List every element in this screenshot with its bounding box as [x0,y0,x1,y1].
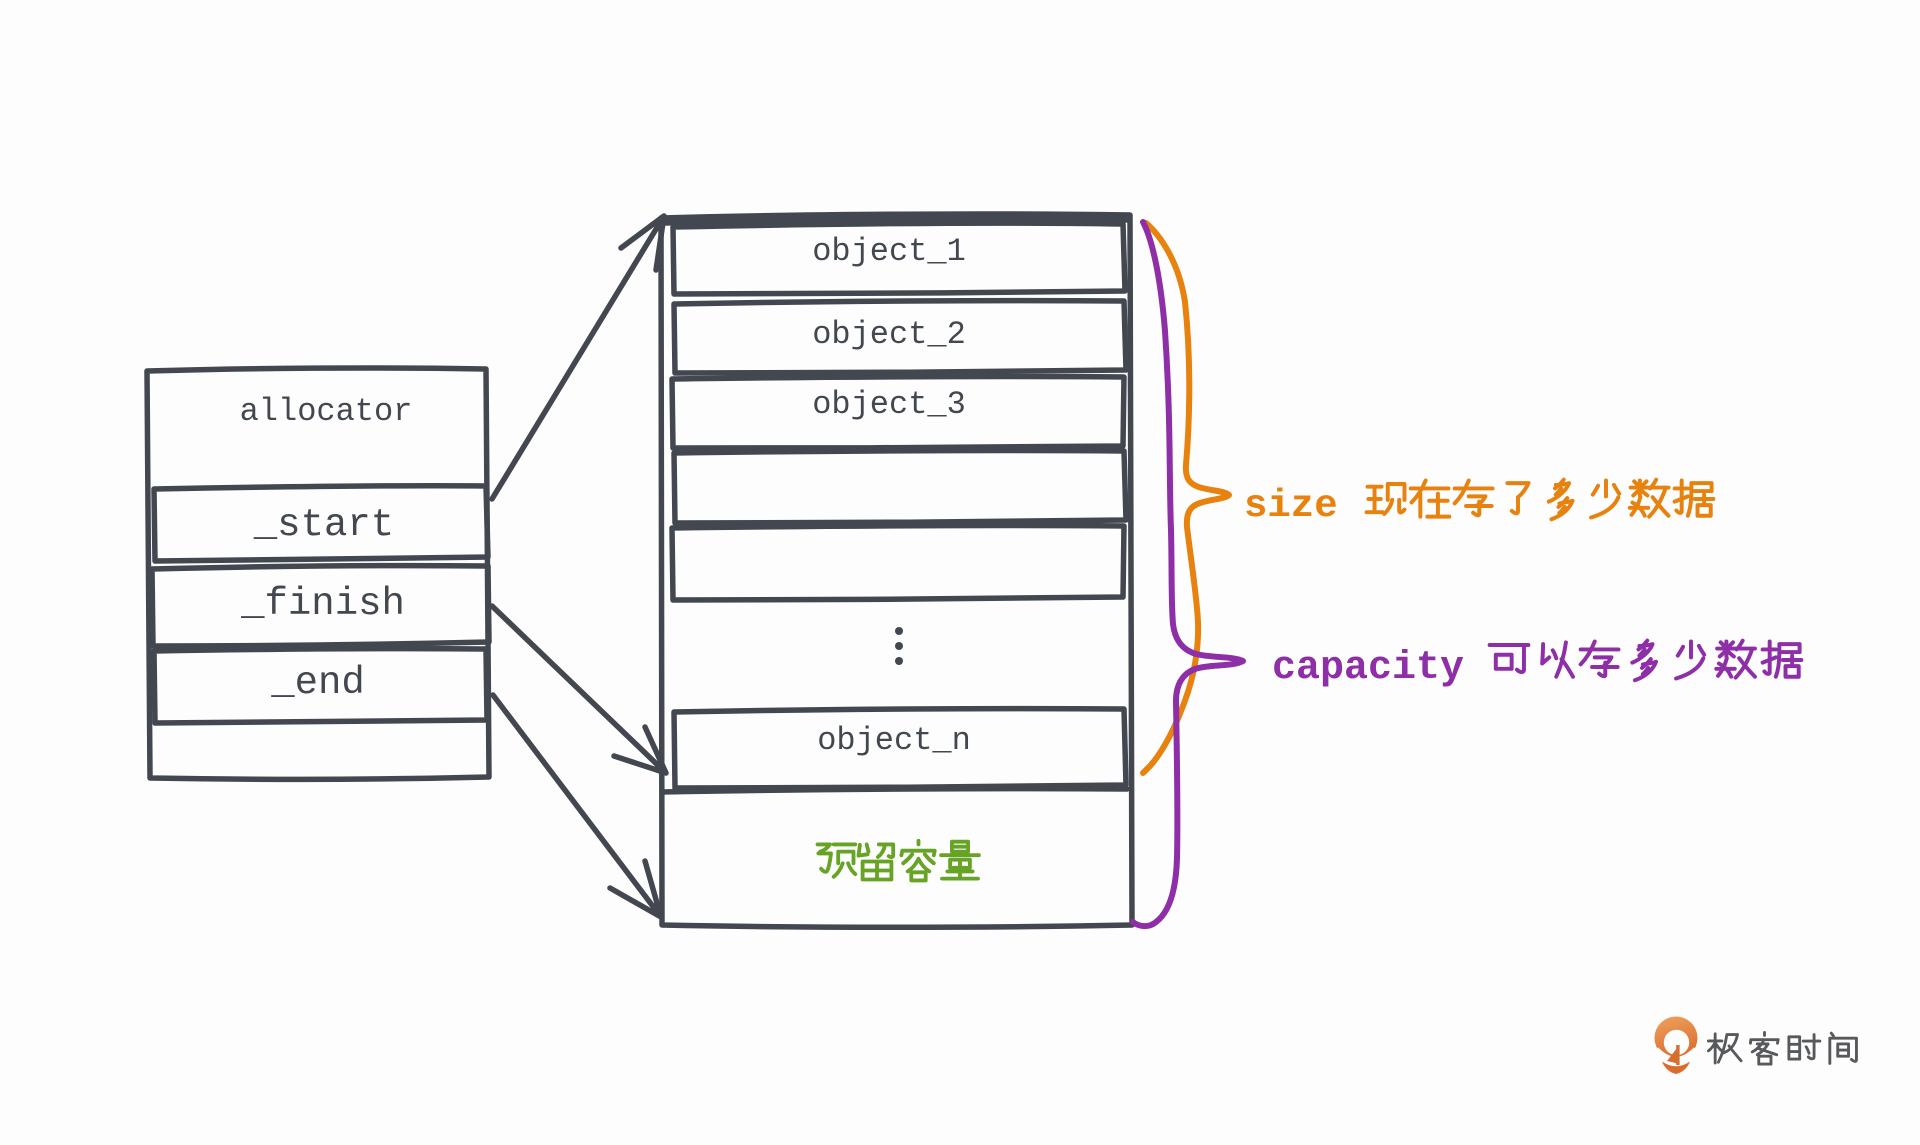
svg-text:allocator: allocator [240,393,413,430]
svg-text:object_1: object_1 [812,233,966,270]
svg-text:object_n: object_n [817,722,971,759]
svg-text:capacity: capacity [1272,646,1464,691]
svg-text:_start: _start [253,503,394,547]
svg-text:_finish: _finish [240,582,405,626]
svg-text:size: size [1244,484,1338,528]
svg-text:object_2: object_2 [812,316,966,353]
svg-text:object_3: object_3 [812,386,966,423]
svg-text:_end: _end [270,661,365,705]
